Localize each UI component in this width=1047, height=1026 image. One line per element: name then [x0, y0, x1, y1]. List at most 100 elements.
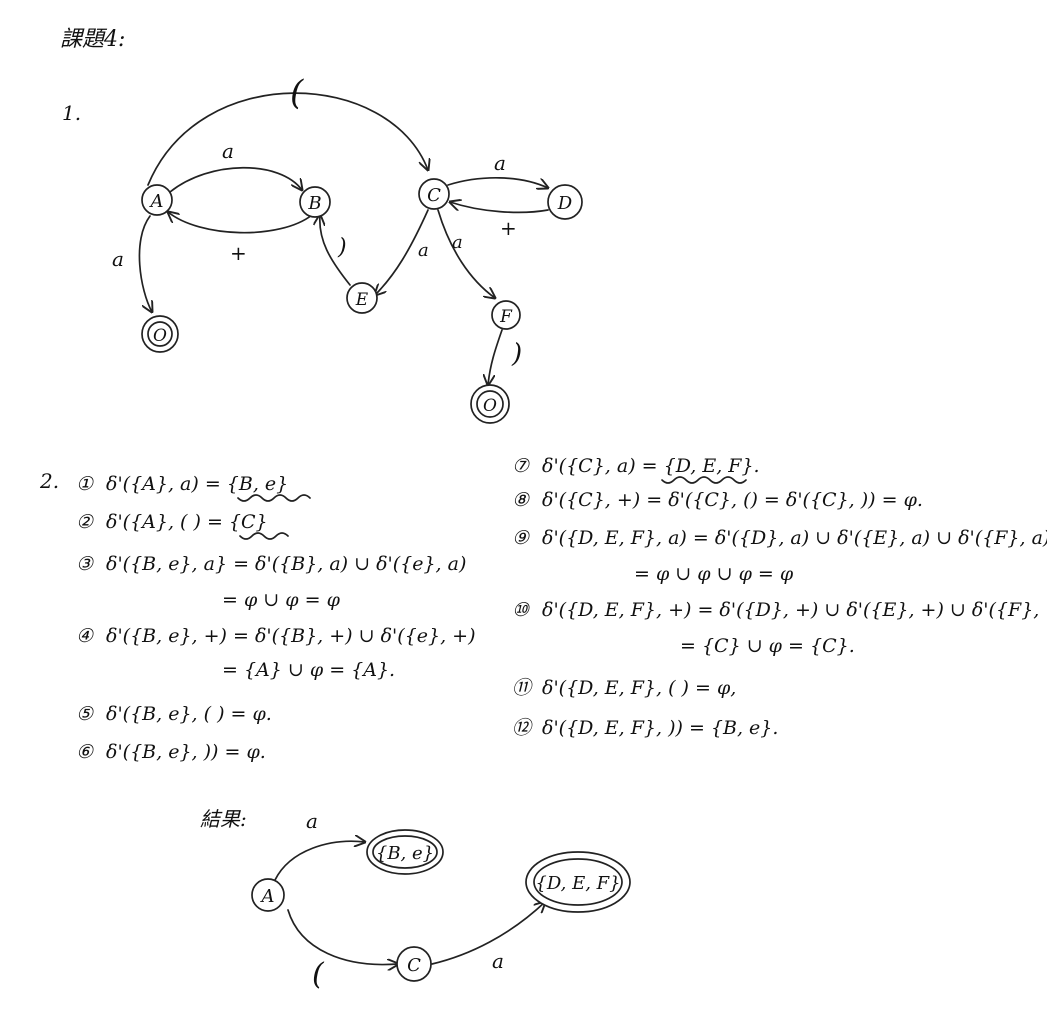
svg-text:⑤: ⑤ — [76, 703, 94, 725]
node-o-accept-2: O — [470, 384, 510, 424]
node-c: C — [418, 178, 450, 210]
svg-text:⑪: ⑪ — [512, 677, 534, 699]
result-label-a-c: ( — [312, 957, 325, 992]
svg-text:= φ ∪ φ = φ: = φ ∪ φ = φ — [222, 589, 341, 611]
node-a: A — [141, 184, 173, 216]
edge-b-a — [168, 212, 313, 234]
svg-text:δ'({D, E, F}, )) = {B, e}.: δ'({D, E, F}, )) = {B, e}. — [542, 717, 778, 739]
eq-6: ⑥ δ'({B, e}, )) = φ. — [76, 741, 266, 763]
svg-text:E: E — [355, 290, 369, 310]
svg-text:D: D — [557, 193, 573, 214]
svg-text:⑩: ⑩ — [512, 599, 530, 621]
node-b: B — [299, 186, 331, 218]
result-node-be: {B, e} — [366, 829, 444, 875]
page-title: 課題4: — [60, 27, 125, 52]
label-e-b: ) — [337, 235, 347, 260]
svg-text:δ'({D, E, F}, ( ) = φ,: δ'({D, E, F}, ( ) = φ, — [542, 677, 736, 699]
svg-text:O: O — [153, 326, 167, 346]
edge-f-o — [488, 329, 503, 385]
eq-5: ⑤ δ'({B, e}, ( ) = φ. — [76, 703, 272, 725]
eq-1: ① δ'({A}, a) = {B, e} — [76, 473, 288, 495]
svg-text:①: ① — [76, 473, 94, 495]
svg-text:⑨: ⑨ — [512, 527, 530, 549]
svg-text:②: ② — [76, 511, 94, 533]
result-label: 結果: — [200, 807, 247, 831]
svg-text:δ'({D, E, F}, +) = δ'({D}, +): δ'({D, E, F}, +) = δ'({D}, +) ∪ δ'({E}, … — [542, 599, 1047, 621]
svg-text:{B, e}: {B, e} — [376, 843, 434, 864]
result-node-c: C — [396, 946, 432, 982]
svg-text:δ'({C}, +) = δ'({C}, () = δ'({: δ'({C}, +) = δ'({C}, () = δ'({C}, )) = φ… — [542, 489, 923, 511]
result-label-c-def: a — [492, 949, 504, 973]
eq-10: ⑩ δ'({D, E, F}, +) = δ'({D}, +) ∪ δ'({E}… — [512, 599, 1047, 657]
edge-c-e — [375, 209, 429, 295]
label-d-c: + — [500, 216, 517, 240]
svg-text:δ'({A}, a) = {B, e}: δ'({A}, a) = {B, e} — [106, 473, 288, 495]
node-d: D — [547, 184, 583, 220]
svg-text:{D, E, F}: {D, E, F} — [535, 873, 620, 894]
svg-text:A: A — [260, 886, 275, 907]
result-label-a-be: a — [306, 809, 318, 833]
eq-12: ⑫ δ'({D, E, F}, )) = {B, e}. — [512, 717, 778, 739]
result-diagram: 結果: a ( a A {B, e} C {D, E, F} — [200, 807, 631, 992]
label-c-f: a — [452, 232, 463, 253]
svg-text:⑫: ⑫ — [512, 717, 534, 739]
svg-text:δ'({B, e}, +) = δ'({B}, +) ∪ δ: δ'({B, e}, +) = δ'({B}, +) ∪ δ'({e}, +) — [106, 625, 475, 647]
node-o-accept-1: O — [141, 315, 179, 353]
svg-text:⑦: ⑦ — [512, 455, 530, 477]
svg-text:δ'({D, E, F}, a) = δ'({D}, a): δ'({D, E, F}, a) = δ'({D}, a) ∪ δ'({E}, … — [542, 527, 1047, 549]
svg-text:δ'({B, e}, a} = δ'({B}, a) ∪ δ: δ'({B, e}, a} = δ'({B}, a) ∪ δ'({e}, a) — [106, 553, 466, 575]
svg-text:⑧: ⑧ — [512, 489, 530, 511]
underline-eq-1 — [237, 494, 311, 502]
svg-text:B: B — [307, 193, 321, 214]
eq-9: ⑨ δ'({D, E, F}, a) = δ'({D}, a) ∪ δ'({E}… — [512, 527, 1047, 585]
underline-eq-7 — [661, 476, 747, 484]
part1-diagram: 1. ( a + a ) a + a a ) A B C — [62, 73, 583, 424]
svg-text:A: A — [149, 191, 164, 212]
edge-a-c — [147, 92, 428, 186]
edge-c-d — [447, 176, 548, 188]
eq-3: ③ δ'({B, e}, a} = δ'({B}, a) ∪ δ'({e}, a… — [76, 553, 466, 611]
eq-4: ④ δ'({B, e}, +) = δ'({B}, +) ∪ δ'({e}, +… — [76, 625, 475, 681]
eq-11: ⑪ δ'({D, E, F}, ( ) = φ, — [512, 677, 736, 699]
label-f-o: ) — [511, 339, 522, 369]
svg-text:= {C} ∪ φ = {C}.: = {C} ∪ φ = {C}. — [680, 635, 855, 657]
result-node-a: A — [251, 878, 285, 912]
svg-text:F: F — [499, 307, 513, 327]
label-a-c: ( — [290, 73, 304, 113]
edge-a-o — [138, 215, 152, 312]
label-a-o: a — [112, 247, 124, 271]
svg-text:δ'({B, e}, )) = φ.: δ'({B, e}, )) = φ. — [106, 741, 266, 763]
eq-2: ② δ'({A}, ( ) = {C} — [76, 511, 268, 533]
svg-text:= φ ∪ φ ∪ φ = φ: = φ ∪ φ ∪ φ = φ — [634, 563, 794, 585]
label-a-b: a — [222, 139, 234, 163]
result-edge-a-c — [287, 909, 398, 965]
edge-c-f — [437, 209, 495, 298]
underline-eq-2 — [239, 532, 289, 540]
result-node-def: {D, E, F} — [525, 851, 631, 913]
node-f: F — [491, 300, 521, 330]
svg-text:δ'({C}, a) = {D, E, F}.: δ'({C}, a) = {D, E, F}. — [542, 455, 760, 477]
svg-text:= {A} ∪ φ = {A}.: = {A} ∪ φ = {A}. — [222, 659, 395, 681]
svg-text:δ'({A}, ( ) = {C}: δ'({A}, ( ) = {C} — [106, 511, 268, 533]
label-c-d: a — [494, 151, 506, 175]
edge-d-c — [450, 202, 549, 214]
eq-7: ⑦ δ'({C}, a) = {D, E, F}. — [512, 455, 760, 477]
svg-text:O: O — [483, 396, 497, 416]
svg-text:C: C — [427, 185, 441, 206]
node-e: E — [346, 282, 378, 314]
part2-number: 2. — [39, 469, 59, 493]
part2-computations: 2. ① δ'({A}, a) = {B, e} ② δ'({A}, ( ) =… — [39, 455, 1047, 763]
eq-8: ⑧ δ'({C}, +) = δ'({C}, () = δ'({C}, )) =… — [512, 489, 923, 511]
svg-text:δ'({B, e}, ( ) = φ.: δ'({B, e}, ( ) = φ. — [106, 703, 272, 725]
label-b-a: + — [230, 241, 247, 265]
svg-text:C: C — [407, 955, 421, 976]
edge-e-b — [320, 215, 351, 286]
part1-number: 1. — [62, 101, 81, 125]
svg-text:④: ④ — [76, 625, 94, 647]
result-edge-a-be — [274, 841, 365, 881]
result-edge-c-def — [431, 902, 545, 965]
svg-text:③: ③ — [76, 553, 94, 575]
edge-a-b — [169, 166, 302, 193]
label-c-e: a — [418, 240, 429, 261]
